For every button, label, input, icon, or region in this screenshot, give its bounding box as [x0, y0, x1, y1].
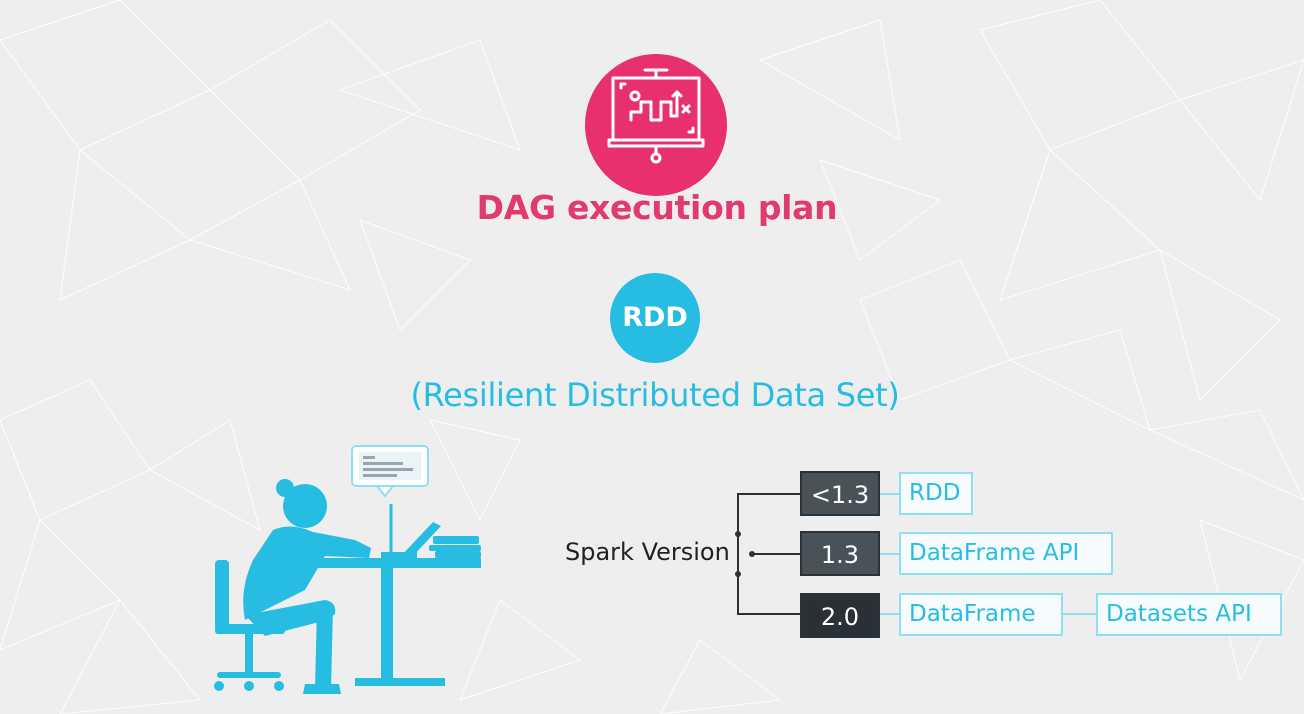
dag-icon-circle	[585, 54, 727, 196]
version-box-lt-1-3: <1.3	[800, 471, 880, 516]
api-box-dataframe: DataFrame	[899, 593, 1063, 636]
version-box-2-0: 2.0	[800, 593, 880, 638]
rdd-badge: RDD	[610, 273, 700, 363]
api-box-dataframe-api: DataFrame API	[899, 532, 1113, 575]
dag-title: DAG execution plan	[476, 188, 838, 227]
api-box-datasets-api: Datasets API	[1096, 593, 1282, 636]
rdd-subtitle: (Resilient Distributed Data Set)	[410, 376, 900, 414]
version-box-1-3: 1.3	[800, 531, 880, 576]
spark-version-label: Spark Version	[565, 538, 730, 566]
presentation-board-icon	[607, 68, 705, 164]
api-box-rdd: RDD	[899, 472, 973, 515]
person-at-desk-with-laptop-icon	[214, 445, 481, 694]
